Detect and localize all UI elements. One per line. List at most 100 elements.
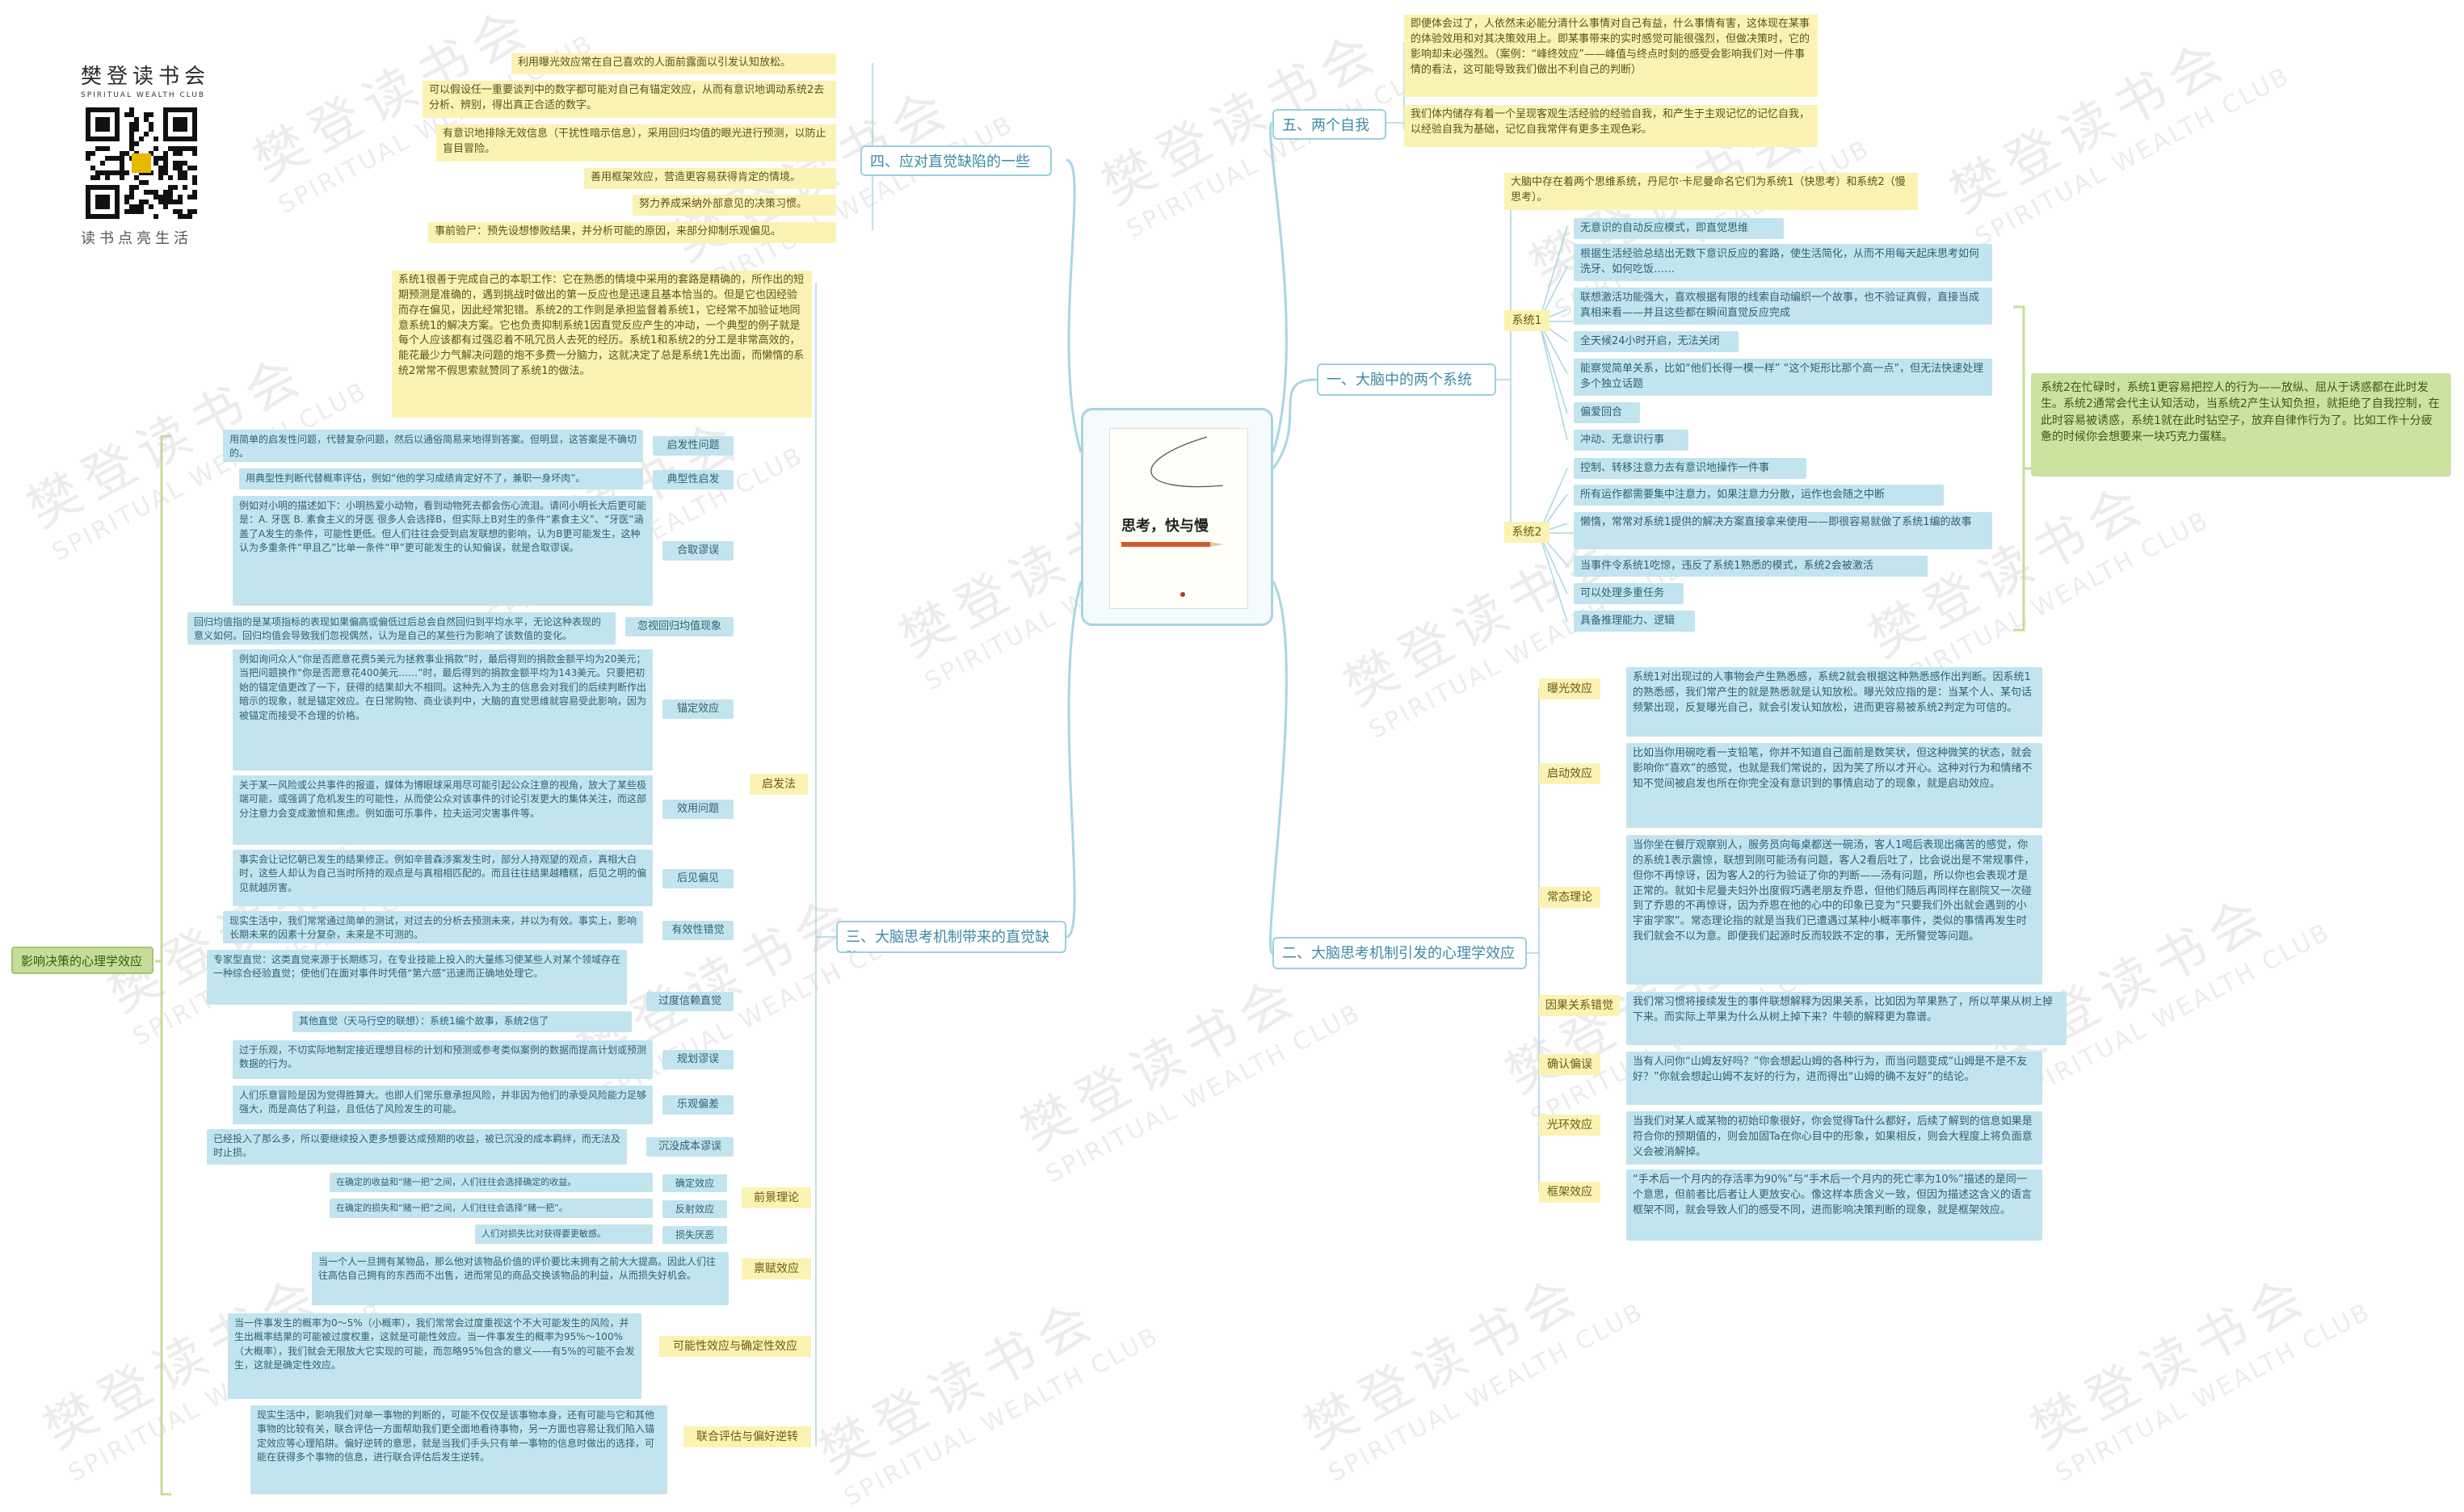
heuristic-desc[interactable]: 用简单的启发性问题，代替复杂问题，然后以通俗简易来地得到答案。但明显，这答案是不… xyxy=(223,430,643,462)
brand-slogan: 读书点亮生活 xyxy=(81,230,192,247)
system2-item[interactable]: 控制、转移注意力去有意识地操作一件事 xyxy=(1574,458,1806,479)
branch-b2-psych-effects[interactable]: 二、大脑思考机制引发的心理学效应 xyxy=(1272,937,1527,969)
link-center-b4 xyxy=(1066,158,1083,453)
system2-item[interactable]: 可以处理多重任务 xyxy=(1574,583,1684,604)
branch-b3-intuition-defects[interactable]: 三、大脑思考机制带来的直觉缺陷 xyxy=(836,921,1066,953)
endowment-label[interactable]: 禀赋效应 xyxy=(742,1258,811,1279)
effect-desc[interactable]: 系统1对出现过的人事物会产生熟悉感，系统2就会根据这种熟悉感作出判断。因系统1的… xyxy=(1626,667,2042,737)
book-cover: 思考，快与慢 xyxy=(1109,428,1248,609)
side-label-decision-effects[interactable]: 影响决策的心理学效应 xyxy=(11,947,153,974)
system1-item[interactable]: 偏爱回合 xyxy=(1574,402,1640,423)
b4-method: 有意识地排除无效信息（干扰性暗示信息），采用回归均值的眼光进行预测，以防止盲目冒… xyxy=(436,124,836,162)
effect-desc[interactable]: 比如当你用碗吃看一支铅笔，你并不知道自己面前是数笑状，但这种微笑的状态，就会影响… xyxy=(1626,743,2042,828)
system1-item[interactable]: 全天候24小时开启，无法关闭 xyxy=(1574,331,1739,352)
branch-b5-two-selves[interactable]: 五、两个自我 xyxy=(1272,109,1386,140)
qr-code-icon xyxy=(86,107,197,219)
heuristic-label[interactable]: 过度信赖直觉 xyxy=(646,992,734,1011)
effect-desc[interactable]: “手术后一个月内的存活率为90%”与“手术后一个月内的死亡率为10%”描述的是同… xyxy=(1626,1170,2042,1241)
endowment-desc[interactable]: 当一个人一旦拥有某物品，那么他对该物品价值的评价要比未拥有之前大大提高。因此人们… xyxy=(312,1252,729,1305)
heuristic-desc[interactable]: 其他直觉（天马行空的联想）：系统1编个故事，系统2信了 xyxy=(292,1011,632,1032)
heuristic-desc[interactable]: 过于乐观，不切实际地制定接近理想目标的计划和预测或参考类似案例的数据而提高计划或… xyxy=(233,1040,653,1079)
prospect-label[interactable]: 确定效应 xyxy=(662,1174,727,1192)
effect-desc[interactable]: 当我们对某人或某物的初始印象很好，你会觉得Ta什么都好，后续了解到的信息如果是符… xyxy=(1626,1111,2042,1165)
system1-item[interactable]: 无意识的自动反应模式，即直觉思维 xyxy=(1574,218,1784,239)
effect-desc[interactable]: 当你坐在餐厅观察别人，服务员向每桌都送一碗汤，客人1喝后表现出痛苦的感觉，你的系… xyxy=(1626,835,2042,985)
heuristic-desc[interactable]: 事实会让记忆朝已发生的结果修正。例如辛普森涉案发生时，部分人持观望的观点，真相大… xyxy=(233,850,653,906)
prospect-label[interactable]: 损失厌恶 xyxy=(662,1226,727,1244)
heuristic-label[interactable]: 锚定效应 xyxy=(662,699,734,719)
system2-item[interactable]: 所有运作都需要集中注意力，如果注意力分散，运作也会随之中断 xyxy=(1574,485,1944,506)
system2-label[interactable]: 系统2 xyxy=(1504,522,1549,543)
b4-method: 努力养成采纳外部意见的决策习惯。 xyxy=(633,195,836,216)
system2-item[interactable]: 具备推理能力、逻辑 xyxy=(1574,611,1695,632)
prospect-label[interactable]: 反射效应 xyxy=(662,1200,727,1218)
heuristic-label[interactable]: 忽视回归均值现象 xyxy=(625,617,734,636)
b4-method: 善用框架效应，营造更容易获得肯定的情境。 xyxy=(584,168,836,189)
effect-label[interactable]: 因果关系错觉 xyxy=(1539,995,1620,1016)
link-center-b2 xyxy=(1269,581,1288,955)
prospect-desc[interactable]: 人们对损失比对获得要更敏感。 xyxy=(475,1224,653,1244)
b4-method: 可以假设任一重要谈判中的数字都可能对自己有锚定效应，从而有意识地调动系统2去分析… xyxy=(423,81,836,118)
branch-b1-two-systems[interactable]: 一、大脑中的两个系统 xyxy=(1317,363,1496,396)
b1-summary-note: 系统2在忙碌时，系统1更容易把控人的行为——放纵、屈从于诱惑都在此时发生。系统2… xyxy=(2031,373,2451,477)
possibility-label[interactable]: 可能性效应与确定性效应 xyxy=(659,1336,811,1357)
system1-item[interactable]: 根据生活经验总结出无数下意识反应的套路，使生活简化，从而不用每天起床思考如何洗牙… xyxy=(1574,244,1992,281)
heuristic-label[interactable]: 乐观偏差 xyxy=(662,1095,734,1115)
b5-note-1: 即便体会过了，人依然未必能分清什么事情对自己有益，什么事情有害，这体现在某事的体… xyxy=(1404,15,1818,97)
heuristic-desc[interactable]: 已经投入了那么多，所以要继续投入更多想要达成预期的收益，被已沉没的成本羁绊，而无… xyxy=(207,1129,627,1165)
system2-item[interactable]: 当事件令系统1吃惊，违反了系统1熟悉的模式，系统2会被激活 xyxy=(1574,556,1928,577)
effect-label[interactable]: 光环效应 xyxy=(1539,1115,1600,1136)
b4-method: 利用曝光效应常在自己喜欢的人面前露面以引发认知放松。 xyxy=(511,53,836,74)
heuristic-desc[interactable]: 用典型性判断代替概率评估，例如“他的学习成绩肯定好不了，兼职一身坏肉”。 xyxy=(239,468,643,489)
heuristic-desc[interactable]: 例如对小明的描述如下：小明热爱小动物，看到动物死去都会伤心流泪。请问小明长大后更… xyxy=(233,496,653,606)
heuristic-label[interactable]: 后见偏见 xyxy=(662,869,734,888)
brand-logo: 樊登读书会 SPIRITUAL WEALTH CLUB 读书点亮生活 xyxy=(81,60,210,248)
b3-intro: 系统1很善于完成自己的本职工作：它在熟悉的情境中采用的套路是精确的，所作出的短期… xyxy=(392,271,812,418)
system1-item[interactable]: 冲动、无意识行事 xyxy=(1574,430,1688,451)
prospect-desc[interactable]: 在确定的损失和“赌一把”之间，人们往往会选择“赌一把”。 xyxy=(330,1199,653,1218)
effect-label[interactable]: 曝光效应 xyxy=(1539,678,1600,699)
heuristic-desc[interactable]: 回归均值指的是某项指标的表现如果偏高或偏低过后总会自然回归到平均水平，无论这种表… xyxy=(187,612,616,645)
effect-desc[interactable]: 我们常习惯将接续发生的事件联想解释为因果关系，比如因为苹果熟了，所以苹果从树上掉… xyxy=(1626,992,2067,1045)
heuristic-desc[interactable]: 专家型直觉：这类直觉来源于长期练习，在专业技能上投入的大量练习使某些人对某个领域… xyxy=(207,950,627,1005)
effect-label[interactable]: 确认偏误 xyxy=(1539,1054,1600,1075)
central-topic-book[interactable]: 思考，快与慢 xyxy=(1081,408,1273,626)
joint-evaluation-desc[interactable]: 现实生活中，影响我们对单一事物的判断的，可能不仅仅是该事物本身，还有可能与它和其… xyxy=(250,1405,667,1494)
prospect-theory-label[interactable]: 前景理论 xyxy=(742,1187,811,1208)
joint-evaluation-label[interactable]: 联合评估与偏好逆转 xyxy=(683,1426,811,1447)
brand-subtitle: SPIRITUAL WEALTH CLUB xyxy=(81,91,206,99)
effect-desc[interactable]: 当有人问你“山姆友好吗？”你会想起山姆的各种行为，而当问题变成“山姆是不是不友好… xyxy=(1626,1052,2042,1105)
heuristic-label[interactable]: 效用问题 xyxy=(662,800,734,819)
heuristic-label[interactable]: 沉没成本谬误 xyxy=(646,1137,734,1157)
pencil-curve-icon xyxy=(1121,436,1224,597)
heuristic-label[interactable]: 典型性启发 xyxy=(653,470,734,489)
book-title: 思考，快与慢 xyxy=(1121,518,1209,535)
heuristic-desc[interactable]: 关于某一风险或公共事件的报道，媒体为博眼球采用尽可能引起公众注意的视角，放大了某… xyxy=(233,775,653,845)
system1-item[interactable]: 能察觉简单关系，比如“他们长得一模一样” “这个矩形比那个高一点”，但无法快速处… xyxy=(1574,359,1992,396)
effect-label[interactable]: 框架效应 xyxy=(1539,1182,1600,1203)
heuristic-label[interactable]: 规划谬误 xyxy=(662,1050,734,1069)
heuristics-label[interactable]: 启发法 xyxy=(750,774,808,795)
heuristic-desc[interactable]: 例如询问众人“你是否愿意花费5美元为拯救事业捐款”时，最后得到的捐款金额平均为2… xyxy=(233,649,653,771)
system1-item[interactable]: 联想激活功能强大，喜欢根据有限的线索自动编织一个故事，也不验证真假，直接当成真相… xyxy=(1574,288,1992,325)
system2-item[interactable]: 懒惰，常常对系统1提供的解决方案直接拿来使用——即很容易就做了系统1编的故事 xyxy=(1574,512,1992,549)
branch-b4-coping-methods[interactable]: 四、应对直觉缺陷的一些方法 xyxy=(860,145,1052,176)
heuristic-desc[interactable]: 人们乐意冒险是因为觉得胜算大。也即人们常乐意承担风险，并非因为他们的承受风险能力… xyxy=(233,1086,653,1124)
heuristic-label[interactable]: 有效性错觉 xyxy=(662,921,734,940)
link-center-b3 xyxy=(1066,581,1083,939)
b4-method: 事前验尸：预先设想惨败结果，并分析可能的原因，来部分抑制乐观偏见。 xyxy=(428,222,836,243)
possibility-desc[interactable]: 当一件事发生的概率为0～5%（小概率），我们常常会过度重视这个不大可能发生的风险… xyxy=(228,1313,641,1399)
effect-label[interactable]: 常态理论 xyxy=(1539,887,1600,908)
heuristic-desc[interactable]: 现实生活中，我们常常通过简单的测试，对过去的分析去预测未来，并以为有效。事实上，… xyxy=(223,911,643,943)
heuristic-label[interactable]: 合取谬误 xyxy=(662,541,734,561)
system1-label[interactable]: 系统1 xyxy=(1504,310,1549,331)
prospect-desc[interactable]: 在确定的收益和“赌一把”之间，人们往往会选择确定的收益。 xyxy=(330,1173,653,1192)
effect-label[interactable]: 启动效应 xyxy=(1539,763,1600,784)
heuristic-label[interactable]: 启发性问题 xyxy=(653,436,734,456)
b5-note-2: 我们体内储存有着一个呈现客观生活经验的经验自我，和产生于主观记忆的记忆自我，以经… xyxy=(1404,105,1818,147)
